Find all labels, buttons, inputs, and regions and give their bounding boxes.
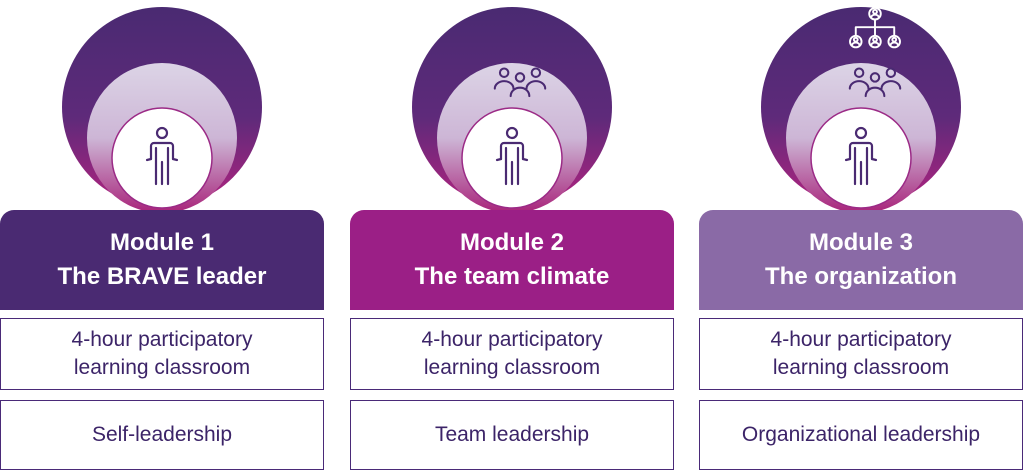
module-1-column: Module 1 The BRAVE leader 4-hour partici…: [0, 0, 324, 472]
format-box: 4-hour participatory learning classroom: [0, 318, 324, 390]
inner-circle: [461, 107, 563, 209]
focus-box: Organizational leadership: [699, 400, 1023, 470]
module-3-circles-graphic: [761, 6, 961, 210]
format-box: 4-hour participatory learning classroom: [350, 318, 674, 390]
module-subtitle: The organization: [765, 263, 957, 290]
format-line-2: learning classroom: [423, 356, 601, 379]
inner-circle: [810, 107, 912, 209]
module-3-header: Module 3 The organization: [699, 210, 1023, 310]
focus-label: Organizational leadership: [741, 423, 981, 446]
module-2-header: Module 2 The team climate: [350, 210, 674, 310]
inner-circle: [111, 107, 213, 209]
module-title: Module 3: [808, 229, 913, 256]
format-line-1: 4-hour participatory: [770, 328, 952, 351]
module-2-circles-graphic: [412, 7, 612, 210]
focus-label: Self-leadership: [91, 423, 233, 446]
focus-box: Team leadership: [350, 400, 674, 470]
module-subtitle: The BRAVE leader: [57, 263, 267, 290]
module-title: Module 1: [109, 229, 214, 256]
format-line-1: 4-hour participatory: [421, 328, 603, 351]
module-3-column: Module 3 The organization 4-hour partici…: [699, 0, 1023, 472]
focus-box: Self-leadership: [0, 400, 324, 470]
format-line-2: learning classroom: [772, 356, 950, 379]
focus-label: Team leadership: [434, 423, 590, 446]
module-2-column: Module 2 The team climate 4-hour partici…: [350, 0, 674, 472]
format-line-2: learning classroom: [73, 356, 251, 379]
format-box: 4-hour participatory learning classroom: [699, 318, 1023, 390]
module-subtitle: The team climate: [414, 263, 610, 290]
module-title: Module 2: [459, 229, 564, 256]
module-1-circles-graphic: [62, 7, 262, 210]
module-1-header: Module 1 The BRAVE leader: [0, 210, 324, 310]
format-line-1: 4-hour participatory: [71, 328, 253, 351]
